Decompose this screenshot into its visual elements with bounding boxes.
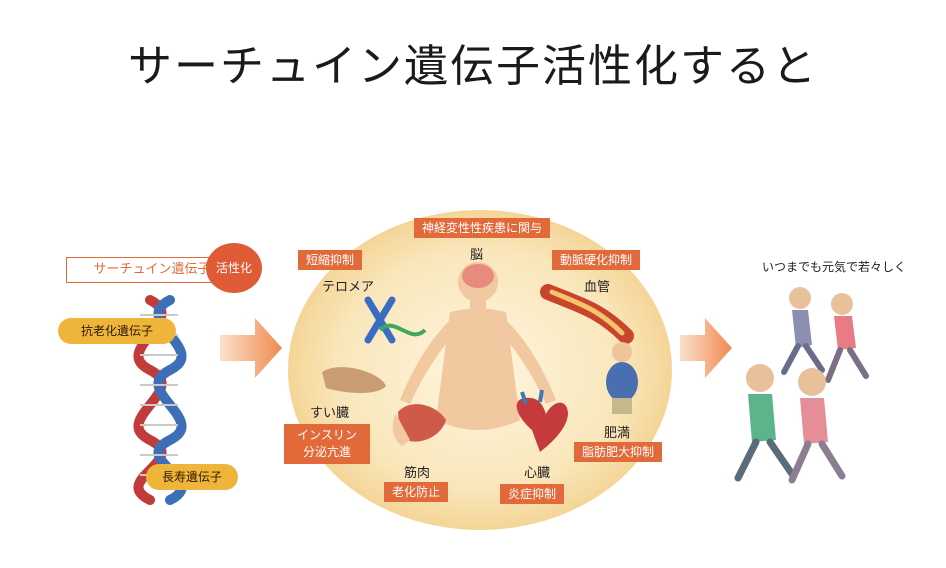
arrow-left-to-center — [220, 318, 282, 378]
telomere-label: テロメア — [322, 280, 375, 295]
longevity-gene-pill: 長寿遺伝子 — [146, 464, 238, 490]
telomere-shortening-box: 短縮抑制 — [298, 250, 363, 270]
inflammation-box: 炎症抑制 — [500, 484, 565, 504]
blood-vessel-label: 血管 — [584, 280, 611, 295]
brain-illustration — [462, 264, 494, 288]
page-title: サーチュイン遺伝子活性化すると — [128, 41, 818, 92]
anti-aging-gene-pill: 抗老化遺伝子 — [58, 318, 176, 344]
obesity-label: 肥満 — [604, 426, 631, 441]
chromosome-illustration — [364, 296, 427, 344]
heart-illustration — [516, 389, 568, 452]
obese-person-illustration — [606, 342, 638, 414]
muscle-illustration — [392, 404, 446, 446]
right-caption: いつまでも元気で若々しく — [762, 260, 907, 274]
insulin-line-1: インスリン — [297, 428, 357, 442]
arrow-center-to-right — [680, 318, 732, 378]
arteriosclerosis-box: 動脈硬化抑制 — [552, 250, 641, 270]
fat-hypertrophy-box: 脂肪肥大抑制 — [574, 442, 663, 462]
activation-badge: 活性化 — [206, 243, 262, 293]
muscle-label: 筋肉 — [404, 466, 431, 481]
brain-label: 脳 — [470, 248, 484, 263]
aging-prevention-box: 老化防止 — [384, 482, 449, 502]
insulin-box: インスリン 分泌亢進 — [284, 424, 370, 464]
running-people-illustration — [734, 287, 869, 484]
insulin-line-2: 分泌亢進 — [302, 445, 351, 459]
pancreas-illustration — [322, 367, 386, 393]
pancreas-label: すい臓 — [310, 406, 350, 421]
heart-label: 心臓 — [524, 466, 551, 481]
neuro-disease-box: 神経変性性疾患に関与 — [414, 218, 551, 238]
